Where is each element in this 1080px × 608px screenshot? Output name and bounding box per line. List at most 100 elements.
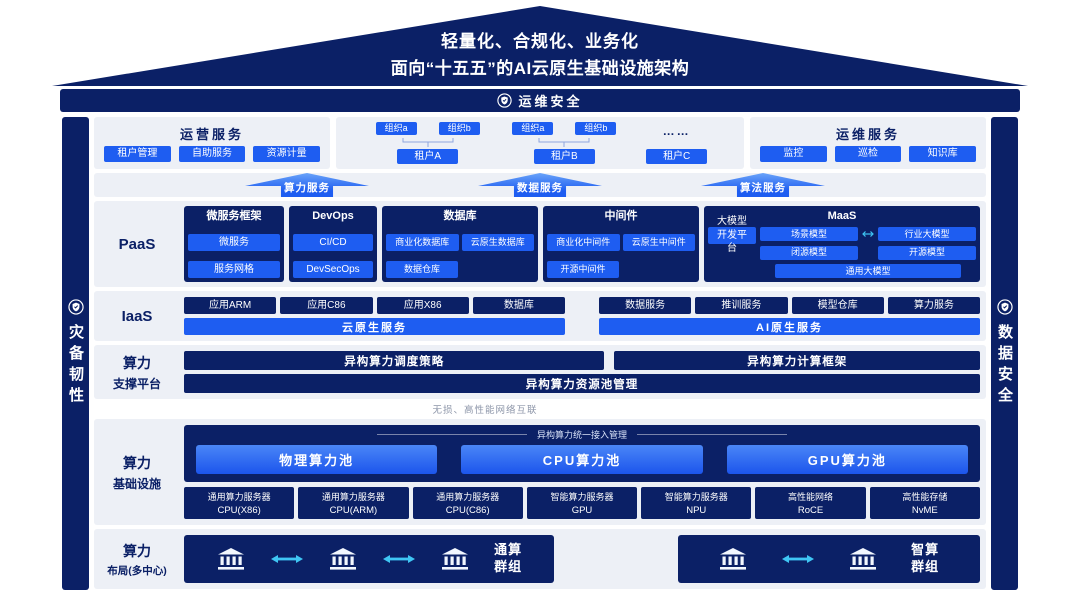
iaas-label: IaaS [121, 307, 153, 325]
paas-row: PaaS 微服务框架 微服务 服务网格 DevOps CI/CD DevSecO… [94, 201, 986, 287]
server-cpu-c86: 通用算力服务器 CPU(C86) [412, 487, 523, 519]
tenants-panel: 组织a 组织b 租户A 组织a 组织b 租户 [336, 117, 744, 169]
server-spec: CPU(X86) [217, 505, 261, 516]
chip-devsecops: DevSecOps [293, 261, 373, 278]
chip-model-repository: 模型仓库 [791, 297, 884, 314]
operation-services-chips: 租户管理 自助服务 资源计量 [104, 146, 321, 163]
computing-framework-bar: 异构算力计算框架 [614, 351, 980, 370]
database-group: 数据库 商业化数据库 云原生数据库 数据仓库 [382, 206, 538, 282]
chip-training-service: 推训服务 [695, 297, 788, 314]
service-arrows-band: 算力服务 数据服务 算法服务 [94, 173, 986, 197]
bidirectional-arrow-icon [383, 555, 416, 563]
support-label-line1: 算力 [123, 354, 151, 371]
chip-org-a: 组织a [375, 122, 417, 135]
chip-cicd: CI/CD [293, 234, 373, 251]
database-chip-row: 商业化数据库 云原生数据库 [386, 234, 534, 251]
server-boxes: 通用算力服务器 CPU(X86) 通用算力服务器 CPU(ARM) 通用算力服务… [184, 487, 980, 519]
database-title: 数据库 [443, 210, 477, 222]
maas-row-2: 闭源模型 开源模型 [760, 245, 976, 260]
server-type: 通用算力服务器 [207, 492, 271, 502]
chip-resource-metering: 资源计量 [253, 146, 321, 163]
support-platform-label: 算力 支撑平台 [94, 353, 180, 392]
server-spec: NPU [686, 505, 707, 516]
infrastructure-body: 异构算力统一接入管理 物理算力池 CPU算力池 GPU算力池 通用算力服务器 C… [184, 425, 980, 519]
bidirectional-arrow-icon [782, 555, 815, 563]
diagram-title-line2: 面向“十五五”的AI云原生基础设施架构 [390, 59, 690, 78]
shield-check-icon [67, 299, 84, 315]
data-security-rail: 数据安全 [991, 117, 1018, 590]
intelligent-computing-cluster: 智算 群组 [677, 535, 980, 583]
disaster-resilience-label: 灾备韧性 [67, 324, 84, 408]
support-platform-row: 算力 支撑平台 异构算力调度策略 异构算力计算框架 异构算力资源池管理 [94, 345, 986, 399]
iaas-row: IaaS 应用ARM 应用C86 应用X86 数据库 云原生服务 数据服务 推训… [94, 291, 986, 341]
tenant-a-group: 组织a 组织b 租户A [373, 122, 483, 164]
server-type: 智能算力服务器 [550, 492, 614, 502]
multicenter-label-line2: 布局(多中心) [107, 564, 167, 577]
tenants-row: 运营服务 租户管理 自助服务 资源计量 组织a 组织b 租户A [94, 117, 986, 169]
multicenter-label-line1: 算力 [123, 542, 151, 559]
ops-security-label: 运维安全 [518, 94, 583, 109]
maas-body: 大模型开发平台 场景模型 行业大模型 闭源模 [708, 216, 976, 278]
chip-opensource-middleware: 开源中间件 [547, 261, 619, 278]
middleware-title: 中间件 [604, 210, 638, 222]
paas-label: PaaS [118, 235, 156, 253]
maas-model-grid: 场景模型 行业大模型 闭源模型 开源模型 [760, 227, 976, 278]
chip-org-b: 组织b [438, 122, 480, 135]
chip-cloudnative-middleware: 云原生中间件 [622, 234, 695, 251]
roof-banner: 轻量化、合规化、业务化 面向“十五五”的AI云原生基础设施架构 [52, 6, 1028, 86]
chip-cloudnative-db: 云原生数据库 [461, 234, 534, 251]
chip-monitoring: 监控 [760, 146, 827, 163]
cloud-native-service-bar: 云原生服务 [184, 318, 565, 335]
paas-groups: 微服务框架 微服务 服务网格 DevOps CI/CD DevSecOps 数据… [184, 206, 980, 282]
data-service-arrow: 数据服务 [478, 173, 602, 197]
org-tenant-connector [402, 137, 454, 147]
chip-tenant-a: 租户A [397, 149, 459, 164]
chip-commercial-db: 商业化数据库 [386, 234, 459, 251]
algorithm-service-arrow: 算法服务 [701, 173, 825, 197]
chip-tenant-c: 租户C [646, 149, 708, 164]
unified-access-box: 异构算力统一接入管理 物理算力池 CPU算力池 GPU算力池 [184, 425, 980, 482]
chip-org-a: 组织a [512, 122, 554, 135]
unified-access-title-row: 异构算力统一接入管理 [196, 428, 968, 441]
chip-app-x86: 应用X86 [376, 297, 469, 314]
chip-industry-large-model: 行业大模型 [878, 227, 976, 241]
network-note: 无损、高性能网络互联 [432, 405, 538, 416]
bidirectional-arrow-icon [271, 555, 304, 563]
chip-commercial-middleware: 商业化中间件 [547, 234, 620, 251]
server-spec: CPU(C86) [445, 505, 490, 516]
maas-row-3: 通用大模型 [760, 264, 976, 278]
middleware-chip-row2: 开源中间件 [547, 261, 695, 278]
scheduling-strategy-bar: 异构算力调度策略 [184, 351, 605, 370]
shield-check-icon [996, 299, 1013, 315]
database-chip-row2: 数据仓库 [386, 261, 534, 278]
middleware-chip-row: 商业化中间件 云原生中间件 [547, 234, 695, 251]
disaster-resilience-rail: 灾备韧性 [62, 117, 89, 590]
divider-line [376, 434, 527, 435]
ai-native-chips: 数据服务 推训服务 模型仓库 算力服务 [599, 297, 980, 314]
server-cpu-x86: 通用算力服务器 CPU(X86) [184, 487, 295, 519]
server-gpu: 智能算力服务器 GPU [526, 487, 638, 519]
computing-service-arrow: 算力服务 [245, 173, 369, 197]
multicenter-label: 算力 布局(多中心) [94, 541, 180, 578]
server-network-roce: 高性能网络 RoCE [755, 487, 866, 519]
support-bars: 异构算力调度策略 异构算力计算框架 异构算力资源池管理 [184, 351, 980, 393]
chip-database: 数据库 [472, 297, 565, 314]
om-services-chips: 监控 巡检 知识库 [760, 146, 977, 163]
shield-check-icon [497, 93, 513, 108]
server-type: 智能算力服务器 [664, 492, 728, 502]
general-cluster-label: 通算 群组 [494, 542, 522, 576]
maas-title: MaaS [827, 210, 857, 222]
data-service-label: 数据服务 [517, 182, 563, 194]
chip-microservice: 微服务 [188, 234, 280, 251]
general-computing-cluster: 通算 群组 [184, 535, 555, 583]
general-cluster-label-line2: 群组 [494, 559, 523, 574]
multicenter-row: 算力 布局(多中心) [94, 529, 986, 589]
server-storage-nvme: 高性能存储 NvME [869, 487, 980, 519]
iaas-groups: 应用ARM 应用C86 应用X86 数据库 云原生服务 数据服务 推训服务 模型… [184, 297, 980, 335]
computing-pools: 物理算力池 CPU算力池 GPU算力池 [196, 445, 968, 474]
middleware-group: 中间件 商业化中间件 云原生中间件 开源中间件 [543, 206, 699, 282]
operation-services-title: 运营服务 [179, 126, 244, 142]
server-type: 通用算力服务器 [321, 492, 385, 502]
server-type: 高性能网络 [788, 492, 834, 502]
